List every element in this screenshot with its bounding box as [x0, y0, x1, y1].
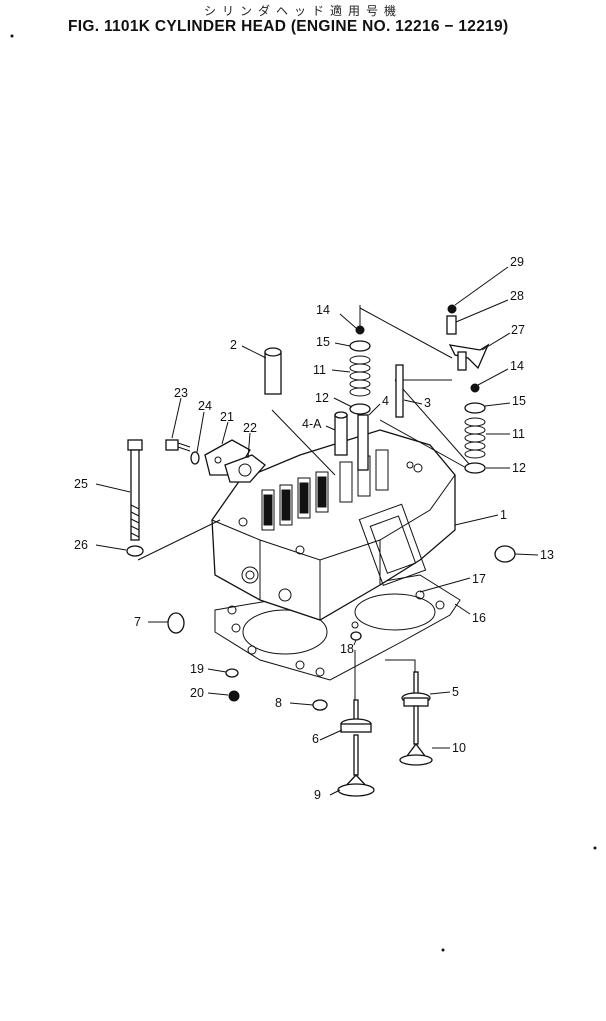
callout-14: 14	[316, 303, 330, 317]
callout-22: 22	[243, 421, 257, 435]
callout-23: 23	[174, 386, 188, 400]
callout-10: 10	[452, 741, 466, 755]
callout-4: 4	[382, 394, 389, 408]
callout-15: 15	[316, 335, 330, 349]
callout-24: 24	[198, 399, 212, 413]
callout-2: 2	[230, 338, 237, 352]
callout-25: 25	[74, 477, 88, 491]
callout-29: 29	[510, 255, 524, 269]
callout-27: 27	[511, 323, 525, 337]
callout-13: 13	[540, 548, 554, 562]
callout-1: 1	[500, 508, 507, 522]
callout-12: 12	[315, 391, 329, 405]
callout-8: 8	[275, 696, 282, 710]
cylinder-head-gasket	[214, 574, 461, 681]
callout-20: 20	[190, 686, 204, 700]
callout-14: 14	[510, 359, 524, 373]
callout-labels: 29 28 27 14 14 15 15 11 11 12 12 2 4 4-A…	[74, 255, 554, 802]
figure-title: FIG. 1101K CYLINDER HEAD (ENGINE NO. 122…	[68, 18, 509, 35]
callout-16: 16	[472, 611, 486, 625]
callout-19: 19	[190, 662, 204, 676]
callout-12: 12	[512, 461, 526, 475]
callout-26: 26	[74, 538, 88, 552]
callout-3: 3	[424, 396, 431, 410]
callout-21: 21	[220, 410, 234, 424]
callout-11: 11	[313, 363, 326, 377]
callout-17: 17	[472, 572, 486, 586]
callout-9: 9	[314, 788, 321, 802]
callout-5: 5	[452, 685, 459, 699]
callout-28: 28	[510, 289, 524, 303]
callout-11: 11	[512, 427, 525, 441]
cylinder-head-block	[211, 429, 456, 621]
japanese-title: シリンダヘッド適用号機	[203, 4, 402, 18]
callout-7: 7	[134, 615, 141, 629]
callout-15: 15	[512, 394, 526, 408]
callout-6: 6	[312, 732, 319, 746]
callout-4a: 4-A	[302, 417, 322, 431]
callout-18: 18	[340, 642, 354, 656]
